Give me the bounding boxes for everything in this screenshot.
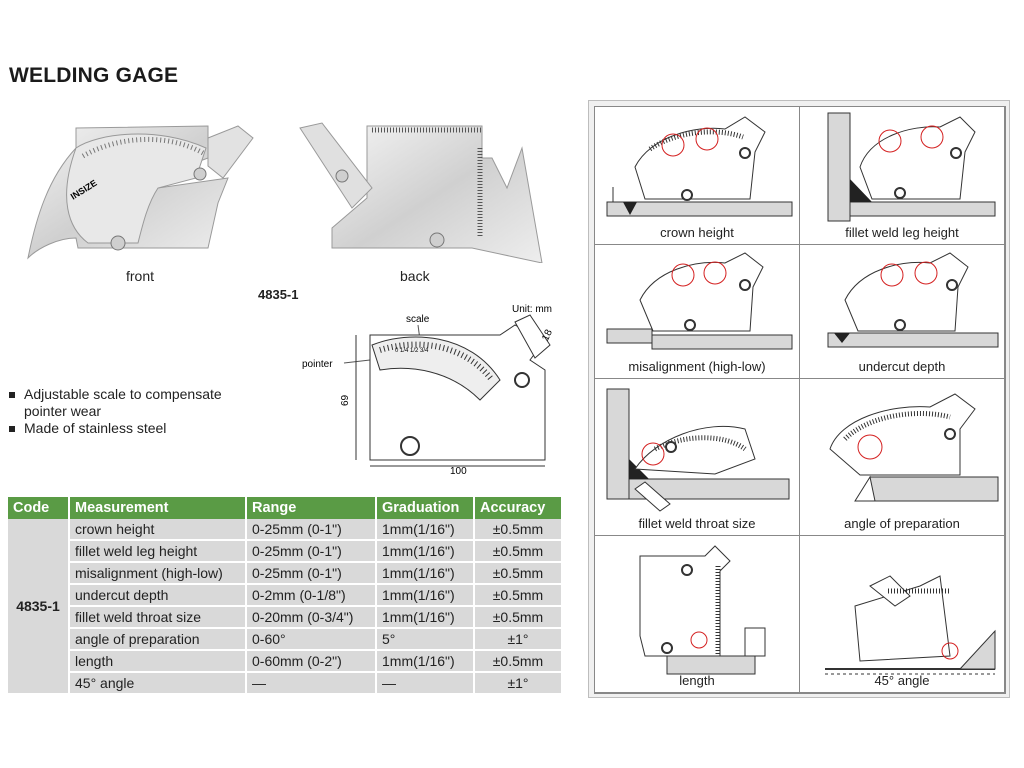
usage-cell-length: length (595, 536, 800, 693)
range-cell: 0-25mm (0-1") (246, 540, 377, 563)
range-cell: 0-20mm (0-3/4") (246, 606, 377, 629)
col-accuracy: Accuracy (474, 497, 563, 519)
fillet-leg-illustration (827, 112, 996, 222)
usage-cell-misalignment: misalignment (high-low) (595, 245, 800, 379)
side-dim: 18 (540, 328, 555, 343)
range-cell: 0-25mm (0-1") (246, 562, 377, 585)
usage-label: fillet weld leg height (845, 225, 959, 240)
range-cell: 0-60mm (0-2") (246, 650, 377, 673)
accuracy-cell: ±1° (474, 628, 563, 651)
spec-table: Code Measurement Range Graduation Accura… (8, 497, 563, 695)
bullet-icon (9, 392, 15, 398)
usage-label: 45° angle (874, 673, 930, 688)
usage-cell-undercut-depth: undercut depth (800, 245, 1005, 379)
graduation-cell: 1mm(1/16") (376, 519, 475, 541)
graduation-cell: 1mm(1/16") (376, 606, 475, 629)
graduation-cell: 1mm(1/16") (376, 584, 475, 607)
range-cell: 0-2mm (0-1/8") (246, 584, 377, 607)
accuracy-cell: ±0.5mm (474, 584, 563, 607)
table-row: undercut depth 0-2mm (0-1/8") 1mm(1/16")… (8, 584, 563, 607)
col-range: Range (246, 497, 377, 519)
measurement-cell: misalignment (high-low) (69, 562, 247, 585)
table-row: misalignment (high-low) 0-25mm (0-1") 1m… (8, 562, 563, 585)
table-row: angle of preparation 0-60° 5° ±1° (8, 628, 563, 651)
graduation-cell: — (376, 672, 475, 695)
accuracy-cell: ±0.5mm (474, 562, 563, 585)
crown-height-illustration (606, 116, 793, 217)
angle-prep-illustration (829, 393, 999, 502)
front-caption: front (126, 268, 155, 284)
angle-45-illustration (825, 575, 996, 675)
usage-cell-crown-height: crown height (595, 107, 800, 245)
col-measurement: Measurement (69, 497, 247, 519)
height-dim: 69 (340, 394, 351, 406)
col-graduation: Graduation (376, 497, 475, 519)
page-title: WELDING GAGE (9, 64, 179, 87)
usage-cell-fillet-weld-throat: fillet weld throat size (595, 379, 800, 536)
feature-item: Adjustable scale to compensate (24, 386, 222, 402)
measurement-cell: 45° angle (69, 672, 247, 695)
accuracy-cell: ±0.5mm (474, 606, 563, 629)
table-row: length 0-60mm (0-2") 1mm(1/16") ±0.5mm (8, 650, 563, 673)
usage-label: misalignment (high-low) (628, 359, 766, 374)
accuracy-cell: ±0.5mm (474, 540, 563, 563)
front-photo: INSIZE (27, 125, 254, 260)
measurement-cell: angle of preparation (69, 628, 247, 651)
pointer-label: pointer (302, 359, 333, 370)
usage-label: angle of preparation (844, 516, 960, 531)
length-illustration (639, 545, 766, 675)
scale-label: scale (406, 314, 430, 325)
accuracy-cell: ±0.5mm (474, 650, 563, 673)
usage-grid: crown height fillet weld leg height (588, 100, 1010, 698)
misalignment-illustration (606, 252, 793, 350)
usage-label: length (679, 673, 715, 688)
throat-size-illustration (606, 388, 790, 512)
graduation-cell: 5° (376, 628, 475, 651)
range-cell: 0-60° (246, 628, 377, 651)
dimension-diagram: Unit: mm scale pointer 0 1/4 1/2 3/4 100… (302, 304, 555, 475)
back-photo (299, 122, 543, 263)
measurement-cell: undercut depth (69, 584, 247, 607)
col-code: Code (8, 497, 70, 519)
range-cell: — (246, 672, 377, 695)
code-cell: 4835-1 (8, 519, 70, 695)
usage-cell-45-degree-angle: 45° angle (800, 536, 1005, 693)
accuracy-cell: ±0.5mm (474, 519, 563, 541)
usage-cell-angle-of-preparation: angle of preparation (800, 379, 1005, 536)
table-row: 45° angle — — ±1° (8, 672, 563, 695)
measurement-cell: fillet weld throat size (69, 606, 247, 629)
usage-cell-fillet-weld-leg-height: fillet weld leg height (800, 107, 1005, 245)
feature-list: Adjustable scale to compensate pointer w… (8, 386, 222, 437)
width-dim: 100 (450, 466, 467, 475)
graduation-cell: 1mm(1/16") (376, 540, 475, 563)
bullet-icon (9, 426, 15, 432)
table-row: fillet weld leg height 0-25mm (0-1") 1mm… (8, 540, 563, 563)
table-row: fillet weld throat size 0-20mm (0-3/4") … (8, 606, 563, 629)
graduation-cell: 1mm(1/16") (376, 562, 475, 585)
range-cell: 0-25mm (0-1") (246, 519, 377, 541)
usage-label: fillet weld throat size (638, 516, 756, 531)
accuracy-cell: ±1° (474, 672, 563, 695)
measurement-cell: length (69, 650, 247, 673)
graduation-cell: 1mm(1/16") (376, 650, 475, 673)
model-number: 4835-1 (258, 287, 299, 302)
feature-item: Made of stainless steel (24, 420, 167, 436)
measurement-cell: crown height (69, 519, 247, 541)
unit-label: Unit: mm (512, 304, 552, 315)
table-row: 4835-1 crown height 0-25mm (0-1") 1mm(1/… (8, 519, 563, 695)
undercut-illustration (827, 252, 999, 348)
usage-label: crown height (660, 225, 734, 240)
svg-text:0 1/4 1/2 3/4: 0 1/4 1/2 3/4 (395, 348, 429, 354)
measurement-cell: fillet weld leg height (69, 540, 247, 563)
back-caption: back (400, 268, 430, 284)
usage-label: undercut depth (858, 359, 946, 374)
table-header-row: Code Measurement Range Graduation Accura… (8, 497, 563, 519)
feature-item: pointer wear (24, 403, 102, 419)
